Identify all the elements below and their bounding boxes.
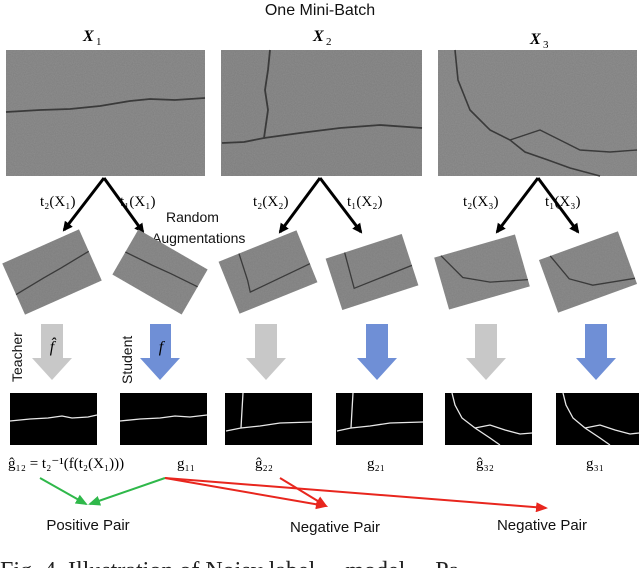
- figure-caption: Fig. 4. Illustration of Noisy label ... …: [0, 558, 460, 568]
- output-label-g12: ĝ₁₂ = t₂⁻¹(f(t₂(X₁))): [8, 456, 124, 472]
- augmented-image-t1-x2: [325, 233, 419, 311]
- input-image-x3: [438, 49, 638, 177]
- output-label-g11: g₁₁: [177, 456, 195, 472]
- aug-label-t2-x1: t₂(X₁): [40, 194, 75, 210]
- svg-text:X: X: [82, 28, 94, 45]
- augmented-image-t1-x3: [538, 231, 638, 313]
- aug-label-t2-x2: t₂(X₂): [253, 194, 288, 210]
- output-label-g22: ĝ₂₂: [255, 456, 273, 472]
- negative-pair-label-1: Negative Pair: [290, 519, 380, 536]
- random-aug-label-1: Random: [166, 209, 219, 225]
- teacher-arrow-x3: [466, 324, 506, 380]
- student-fn-label: f: [159, 339, 166, 356]
- positive-pair-arrows: [39, 477, 166, 506]
- student-arrow-x2: [357, 324, 397, 380]
- teacher-arrow-x2: [246, 324, 286, 380]
- output-mask-g22: [225, 392, 313, 445]
- student-label: Student: [119, 336, 135, 384]
- output-label-g21: g₂₁: [367, 456, 385, 472]
- augmented-image-t2-x3: [434, 234, 530, 310]
- output-mask-g31: [556, 392, 640, 446]
- input-label-x1: X 1: [82, 28, 102, 48]
- output-mask-g32: [445, 392, 533, 446]
- output-label-g32: ĝ₃₂: [476, 456, 494, 472]
- student-arrow-x3: [576, 324, 616, 380]
- svg-text:X: X: [312, 28, 324, 45]
- diagram-title: One Mini-Batch: [265, 2, 375, 19]
- svg-text:X: X: [529, 31, 541, 48]
- negative-pair-label-2: Negative Pair: [497, 517, 587, 534]
- augmented-image-t2-x1: [2, 229, 102, 315]
- aug-arrows: [62, 177, 580, 234]
- positive-pair-label: Positive Pair: [46, 517, 129, 534]
- aug-label-t1-x2: t₁(X₂): [347, 194, 382, 210]
- input-label-x3: X 3: [529, 31, 549, 51]
- svg-text:2: 2: [326, 36, 332, 48]
- output-mask-g11: [119, 393, 208, 445]
- input-label-x2: X 2: [312, 28, 332, 48]
- output-mask-g21: [336, 392, 424, 445]
- aug-label-t2-x3: t₂(X₃): [463, 194, 498, 210]
- svg-text:1: 1: [96, 36, 102, 48]
- aug-label-t1-x3: t₁(X₃): [545, 194, 580, 210]
- negative-pair-arrows: [164, 477, 548, 513]
- svg-text:3: 3: [543, 39, 549, 51]
- random-aug-label-2: Augmentations: [152, 230, 245, 246]
- student-arrow-x1: [140, 324, 180, 380]
- augmented-image-t2-x2: [218, 230, 318, 314]
- input-image-x1: [5, 50, 206, 176]
- teacher-arrow-x1: [32, 324, 72, 380]
- teacher-fn-label: f̂: [50, 337, 57, 356]
- output-label-g31: g₃₁: [586, 456, 604, 472]
- aug-label-t1-x1: t₁(X₁): [120, 194, 155, 210]
- output-mask-g12: [9, 393, 98, 445]
- input-image-x2: [221, 49, 423, 176]
- teacher-label: Teacher: [9, 332, 25, 382]
- augmented-image-t1-x1: [112, 229, 208, 315]
